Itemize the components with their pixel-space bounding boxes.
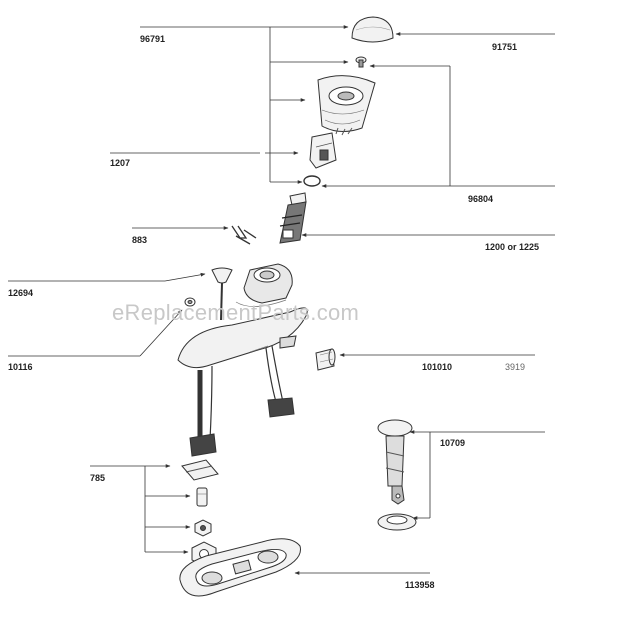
part-label-1207: 1207 — [110, 158, 131, 168]
part-escutcheon-plate — [179, 538, 301, 597]
part-mounting-stud — [196, 487, 208, 507]
part-lift-rod-knob — [211, 267, 233, 321]
part-mounting-bracket — [181, 459, 219, 481]
part-handle-adapter — [309, 132, 337, 169]
part-label-12694: 12694 — [8, 288, 34, 298]
watermark: eReplacementParts.com — [112, 300, 360, 325]
part-label-883: 883 — [132, 235, 148, 245]
part-o-ring — [303, 175, 321, 187]
part-retaining-clip — [231, 225, 257, 245]
part-label-96791: 96791 — [140, 34, 166, 44]
part-aerator — [315, 348, 336, 371]
part-handle-screw — [355, 56, 367, 68]
part-label-785: 785 — [90, 473, 106, 483]
part-label-1200-or-1225: 1200 or 1225 — [485, 242, 540, 252]
part-small-nut — [194, 519, 212, 537]
part-label-10116: 10116 — [8, 362, 33, 372]
part-small-ring — [184, 297, 196, 307]
part-label-91751: 91751 — [492, 42, 518, 52]
part-faucet-body — [177, 263, 308, 457]
part-drain-flange — [377, 513, 417, 531]
part-label-113958: 113958 — [405, 580, 435, 590]
part-label-101010: 101010 — [422, 362, 453, 372]
part-pop-up-stopper — [377, 419, 413, 505]
diagram-number-label: 3919 — [505, 362, 526, 372]
part-handle-knob — [317, 75, 376, 136]
part-cartridge — [279, 192, 307, 244]
leader-lines — [8, 25, 555, 575]
part-label-10709: 10709 — [440, 438, 466, 448]
part-label-96804: 96804 — [468, 194, 494, 204]
part-button-cap — [351, 16, 394, 43]
